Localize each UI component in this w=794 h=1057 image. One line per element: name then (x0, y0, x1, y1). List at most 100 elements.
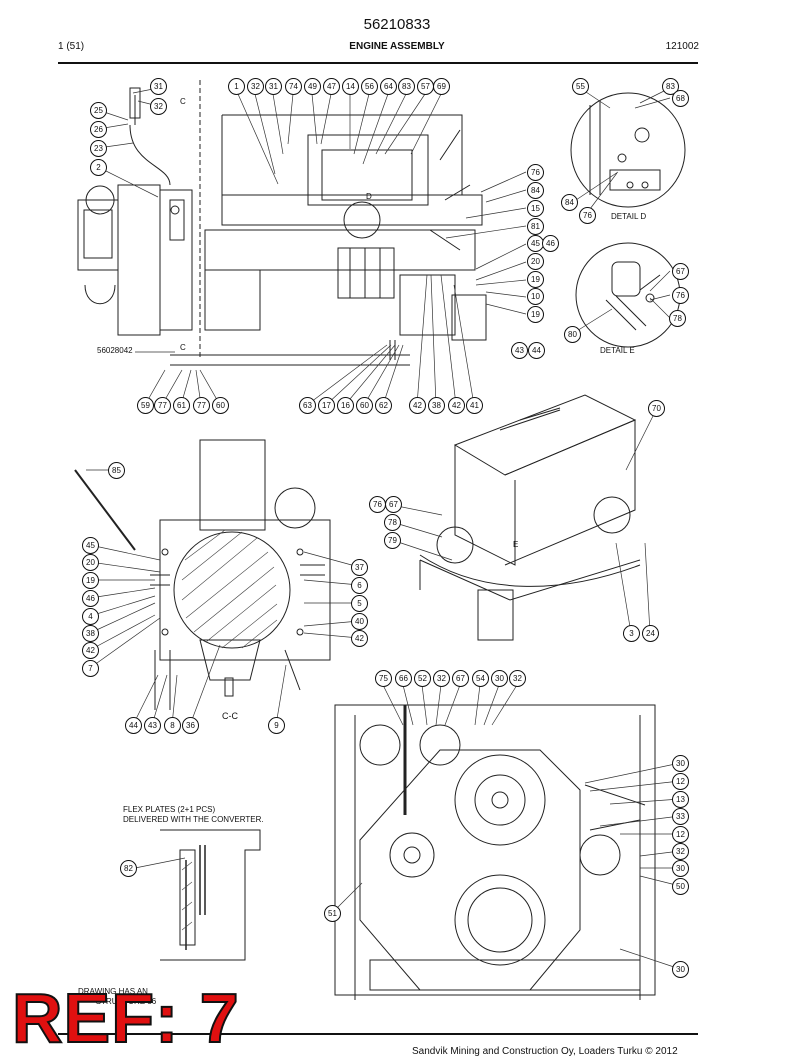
item-balloon: 80 (564, 326, 581, 343)
section-cc-label: C-C (222, 711, 238, 721)
item-balloon: 23 (90, 140, 107, 157)
item-balloon: 33 (672, 808, 689, 825)
item-balloon: 32 (150, 98, 167, 115)
item-balloon: 1 (228, 78, 245, 95)
item-balloon: 50 (672, 878, 689, 895)
item-balloon: 52 (414, 670, 431, 687)
leader-lines (86, 87, 681, 970)
item-balloon: 79 (384, 532, 401, 549)
footer-copyright: Sandvik Mining and Construction Oy, Load… (412, 1046, 678, 1057)
item-balloon: 30 (672, 961, 689, 978)
item-balloon: 44 (125, 717, 142, 734)
item-balloon: 17 (318, 397, 335, 414)
item-balloon: 67 (672, 263, 689, 280)
ref-stamp: REF: 7 (11, 979, 240, 1057)
drawing-note: DRAWING HAS AN STRUCTURE 56 (78, 987, 157, 1006)
item-balloon: 49 (304, 78, 321, 95)
item-balloon: 55 (572, 78, 589, 95)
item-balloon: 32 (509, 670, 526, 687)
item-balloon: 41 (466, 397, 483, 414)
section-marker-top: C (180, 97, 186, 106)
page-title: ENGINE ASSEMBLY (349, 41, 445, 52)
section-marker-bottom: C (180, 343, 186, 352)
item-balloon: 20 (527, 253, 544, 270)
item-balloon: 42 (82, 642, 99, 659)
item-balloon: 25 (90, 102, 107, 119)
item-balloon: 61 (173, 397, 190, 414)
item-balloon: 44 (528, 342, 545, 359)
item-balloon: 9 (268, 717, 285, 734)
item-balloon: 56 (361, 78, 378, 95)
item-balloon: 67 (385, 496, 402, 513)
item-balloon: 31 (265, 78, 282, 95)
engine-side-view (77, 80, 487, 366)
item-balloon: 62 (375, 397, 392, 414)
flex-plate-view (160, 829, 261, 961)
item-balloon: 78 (384, 514, 401, 531)
item-balloon: 31 (150, 78, 167, 95)
item-balloon: 59 (137, 397, 154, 414)
item-balloon: 76 (579, 207, 596, 224)
item-balloon: 19 (82, 572, 99, 589)
item-balloon: 37 (351, 559, 368, 576)
item-balloon: 3 (623, 625, 640, 642)
item-balloon: 54 (472, 670, 489, 687)
item-balloon: 68 (672, 90, 689, 107)
header-rule (58, 62, 698, 64)
item-balloon: 76 (369, 496, 386, 513)
engine-isometric-view (419, 394, 641, 641)
item-balloon: 13 (672, 791, 689, 808)
item-balloon: 19 (527, 271, 544, 288)
detail-d-label: DETAIL D (611, 212, 647, 221)
item-balloon: 19 (527, 306, 544, 323)
item-balloon: 84 (527, 182, 544, 199)
item-balloon: 77 (193, 397, 210, 414)
detail-d-view (570, 92, 686, 208)
item-balloon: 63 (299, 397, 316, 414)
item-balloon: 7 (82, 660, 99, 677)
item-balloon: 84 (561, 194, 578, 211)
item-balloon: 26 (90, 121, 107, 138)
item-balloon: 43 (144, 717, 161, 734)
item-balloon: 60 (212, 397, 229, 414)
engine-front-view (334, 704, 656, 1000)
item-balloon: 16 (337, 397, 354, 414)
part-reference: 56028042 (97, 346, 133, 355)
item-balloon: 75 (375, 670, 392, 687)
item-balloon: 76 (527, 164, 544, 181)
section-cc-view (74, 439, 331, 710)
item-balloon: 85 (108, 462, 125, 479)
detail-e-view (575, 242, 681, 348)
item-balloon: 5 (351, 595, 368, 612)
item-balloon: 30 (672, 755, 689, 772)
item-balloon: 30 (491, 670, 508, 687)
item-balloon: 4 (82, 608, 99, 625)
item-balloon: 42 (351, 630, 368, 647)
item-balloon: 51 (324, 905, 341, 922)
item-balloon: 32 (672, 843, 689, 860)
item-balloon: 10 (527, 288, 544, 305)
detail-e-marker: E (513, 540, 519, 549)
item-balloon: 78 (669, 310, 686, 327)
page-indicator: 1 (51) (58, 41, 85, 52)
item-balloon: 83 (398, 78, 415, 95)
item-balloon: 42 (448, 397, 465, 414)
item-balloon: 47 (323, 78, 340, 95)
item-balloon: 24 (642, 625, 659, 642)
item-balloon: 15 (527, 200, 544, 217)
item-balloon: 2 (90, 159, 107, 176)
item-balloon: 57 (417, 78, 434, 95)
document-number: 56210833 (363, 16, 431, 33)
item-balloon: 43 (511, 342, 528, 359)
item-balloon: 67 (452, 670, 469, 687)
item-balloon: 12 (672, 773, 689, 790)
item-balloon: 30 (672, 860, 689, 877)
item-balloon: 64 (380, 78, 397, 95)
footer-rule (58, 1033, 698, 1035)
item-balloon: 38 (428, 397, 445, 414)
detail-e-label: DETAIL E (600, 346, 635, 355)
item-balloon: 12 (672, 826, 689, 843)
item-balloon: 82 (120, 860, 137, 877)
item-balloon: 42 (409, 397, 426, 414)
